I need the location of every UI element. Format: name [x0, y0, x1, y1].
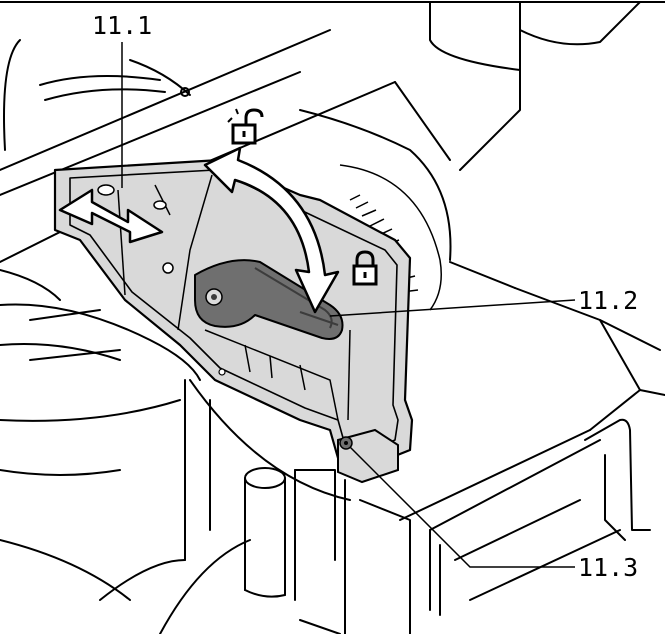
double-headed-arrow-icon	[58, 188, 164, 244]
curved-double-arrow-icon	[203, 146, 340, 314]
clamping-lever	[194, 259, 344, 340]
leader-lines	[121, 42, 576, 568]
callout-11-2: 11.2	[578, 286, 638, 315]
callout-11-1: 11.1	[92, 11, 152, 40]
unlocked-padlock-icon	[227, 108, 264, 145]
locked-padlock-icon	[352, 250, 378, 286]
locking-screw	[339, 436, 353, 450]
leader-line-11-2	[329, 299, 576, 317]
callout-11-3: 11.3	[578, 553, 638, 582]
leader-line-11-3	[349, 446, 575, 568]
